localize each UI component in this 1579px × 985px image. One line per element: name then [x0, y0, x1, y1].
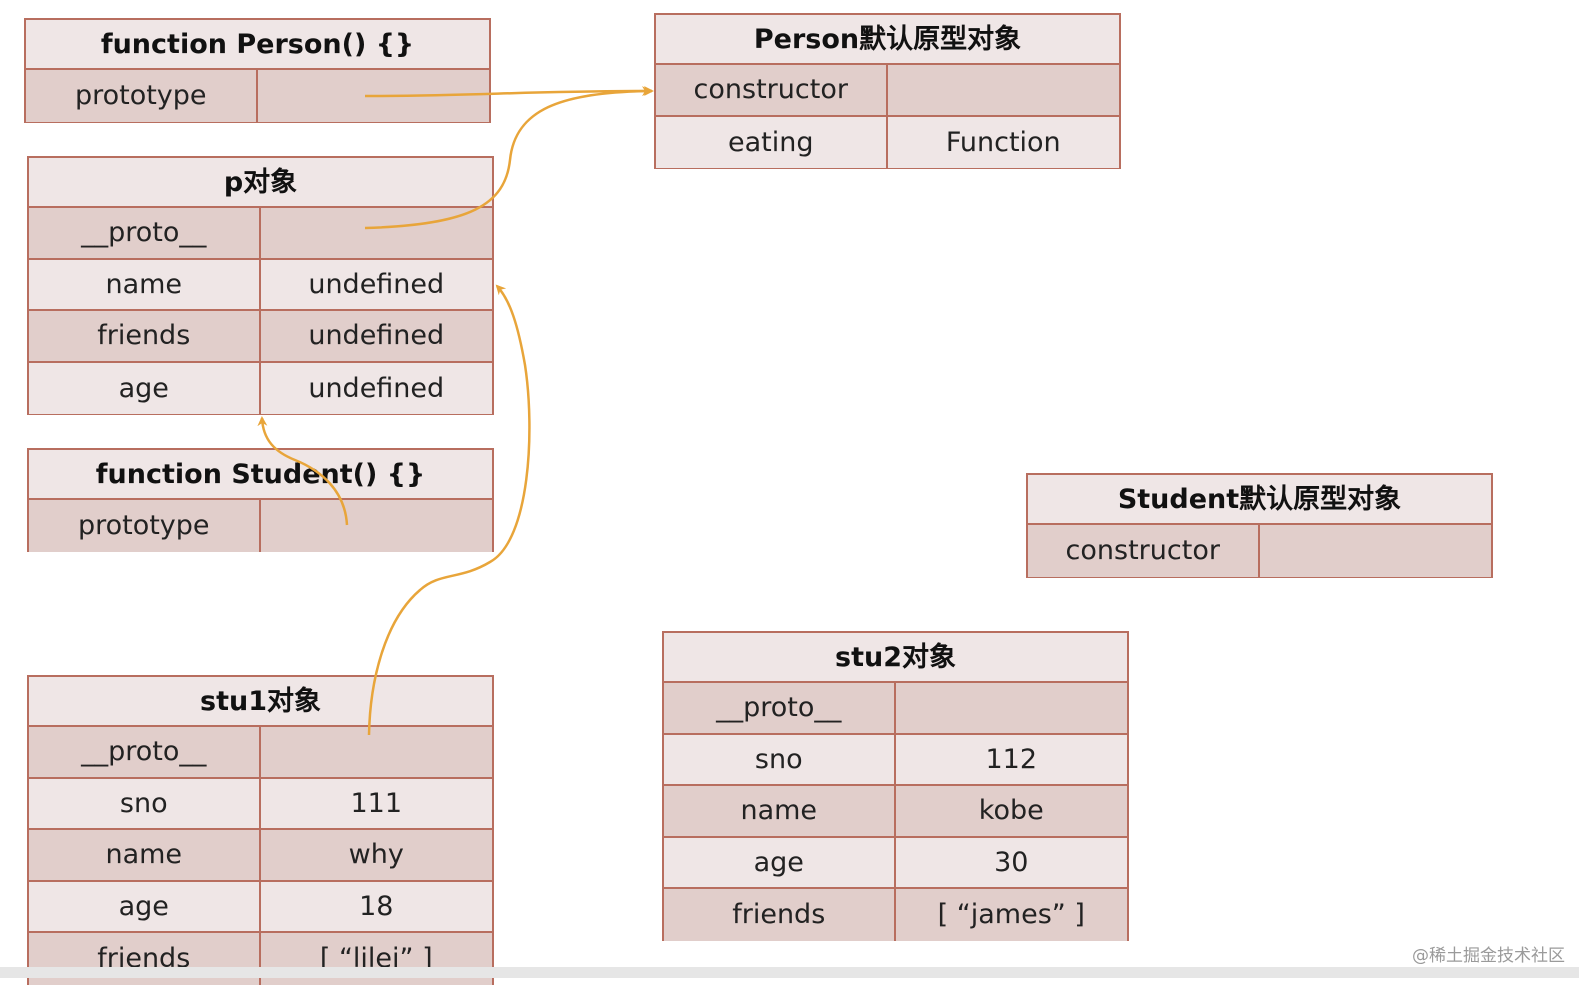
p-object-table: p对象 __proto__ name undefined friends und… [27, 156, 494, 415]
table-row: prototype [26, 70, 489, 122]
table-row: __proto__ [29, 208, 492, 260]
row-key: prototype [29, 500, 261, 552]
row-key: constructor [656, 65, 888, 115]
row-key: sno [664, 734, 896, 784]
table-title: stu2对象 [664, 633, 1127, 683]
row-value [261, 208, 493, 258]
row-key: name [664, 786, 896, 836]
table-row: age 30 [664, 837, 1127, 889]
bottom-bar [0, 967, 1579, 978]
row-value: undefined [308, 268, 445, 300]
table-row: friends [ “james” ] [664, 889, 1127, 941]
person-function-table: function Person() {} prototype [24, 18, 491, 123]
row-value: 18 [359, 890, 394, 922]
row-value: 111 [350, 787, 403, 819]
table-row: prototype [29, 500, 492, 552]
stu1-object-table: stu1对象 __proto__ sno 111 name why age 18… [27, 675, 494, 985]
row-value: undefined [308, 372, 445, 404]
student-prototype-table: Student默认原型对象 constructor [1026, 473, 1493, 578]
row-key: name [29, 830, 261, 880]
row-key: friends [29, 311, 261, 361]
row-key: friends [664, 889, 896, 941]
table-row: constructor [656, 65, 1119, 117]
table-row: age 18 [29, 881, 492, 933]
row-value: undefined [308, 320, 445, 352]
table-row: eating Function [656, 116, 1119, 168]
table-title: p对象 [29, 158, 492, 208]
table-row: sno 112 [664, 734, 1127, 786]
table-title: function Person() {} [26, 20, 489, 70]
table-row: name kobe [664, 786, 1127, 838]
table-row: __proto__ [29, 727, 492, 779]
table-row: __proto__ [664, 683, 1127, 735]
person-prototype-table: Person默认原型对象 constructor eating Function [654, 13, 1121, 169]
row-key: sno [29, 778, 261, 828]
table-row: constructor [1028, 525, 1491, 577]
table-title: stu1对象 [29, 677, 492, 727]
row-key: name [29, 259, 261, 309]
row-value: kobe [978, 795, 1044, 827]
row-key: constructor [1028, 525, 1260, 577]
watermark: @稀土掘金技术社区 [1412, 946, 1565, 966]
row-value [1260, 525, 1492, 577]
row-key: __proto__ [29, 208, 261, 258]
row-key: __proto__ [29, 727, 261, 777]
row-key: age [664, 837, 896, 887]
row-value: why [348, 839, 404, 871]
table-title: function Student() {} [29, 450, 492, 500]
row-value [261, 727, 493, 777]
row-value [888, 65, 1120, 115]
row-value: Function [945, 126, 1061, 158]
table-row: age undefined [29, 362, 492, 414]
row-key: age [29, 362, 261, 414]
row-key: prototype [26, 70, 258, 122]
table-row: name why [29, 830, 492, 882]
row-value: 30 [994, 846, 1029, 878]
row-key: eating [656, 116, 888, 168]
row-key: __proto__ [664, 683, 896, 733]
student-function-table: function Student() {} prototype [27, 448, 494, 552]
row-value: 112 [985, 743, 1038, 775]
stu2-object-table: stu2对象 __proto__ sno 112 name kobe age 3… [662, 631, 1129, 941]
row-value: [ “james” ] [937, 899, 1085, 931]
table-row: name undefined [29, 259, 492, 311]
row-value [261, 500, 493, 552]
table-row: sno 111 [29, 778, 492, 830]
row-value [896, 683, 1128, 733]
row-value [258, 70, 490, 122]
table-title: Student默认原型对象 [1028, 475, 1491, 525]
table-row: friends undefined [29, 311, 492, 363]
row-key: age [29, 881, 261, 931]
table-title: Person默认原型对象 [656, 15, 1119, 65]
